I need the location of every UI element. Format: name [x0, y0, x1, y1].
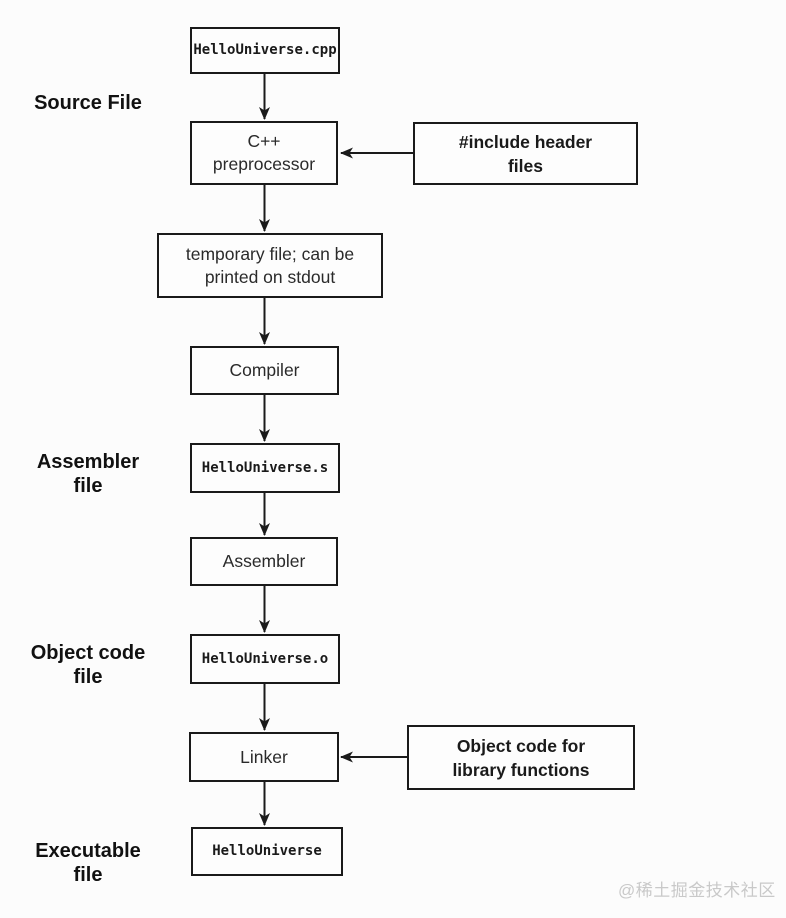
- label-executable-file: Executable file: [35, 840, 141, 886]
- label-source-file: Source File: [34, 92, 142, 114]
- note-object-library-box: Object code for library functions: [407, 725, 635, 790]
- node-object-file-box: HelloUniverse.o: [190, 634, 340, 684]
- node-temp-file-box: temporary file; can be printed on stdout: [157, 233, 383, 298]
- node-source-file-box: HelloUniverse.cpp: [190, 27, 340, 74]
- node-executable-box: HelloUniverse: [191, 827, 343, 876]
- node-assembler-file-box: HelloUniverse.s: [190, 443, 340, 493]
- label-assembler-file: Assembler file: [36, 451, 140, 497]
- watermark-text: @稀土掘金技术社区: [618, 881, 776, 900]
- node-assembler-box: Assembler: [190, 537, 338, 586]
- note-include-headers-box: #include header files: [413, 122, 638, 185]
- label-object-code-file: Object code file: [30, 642, 146, 688]
- node-preprocessor-box: C++ preprocessor: [190, 121, 338, 185]
- node-linker-box: Linker: [189, 732, 339, 782]
- node-compiler-box: Compiler: [190, 346, 339, 395]
